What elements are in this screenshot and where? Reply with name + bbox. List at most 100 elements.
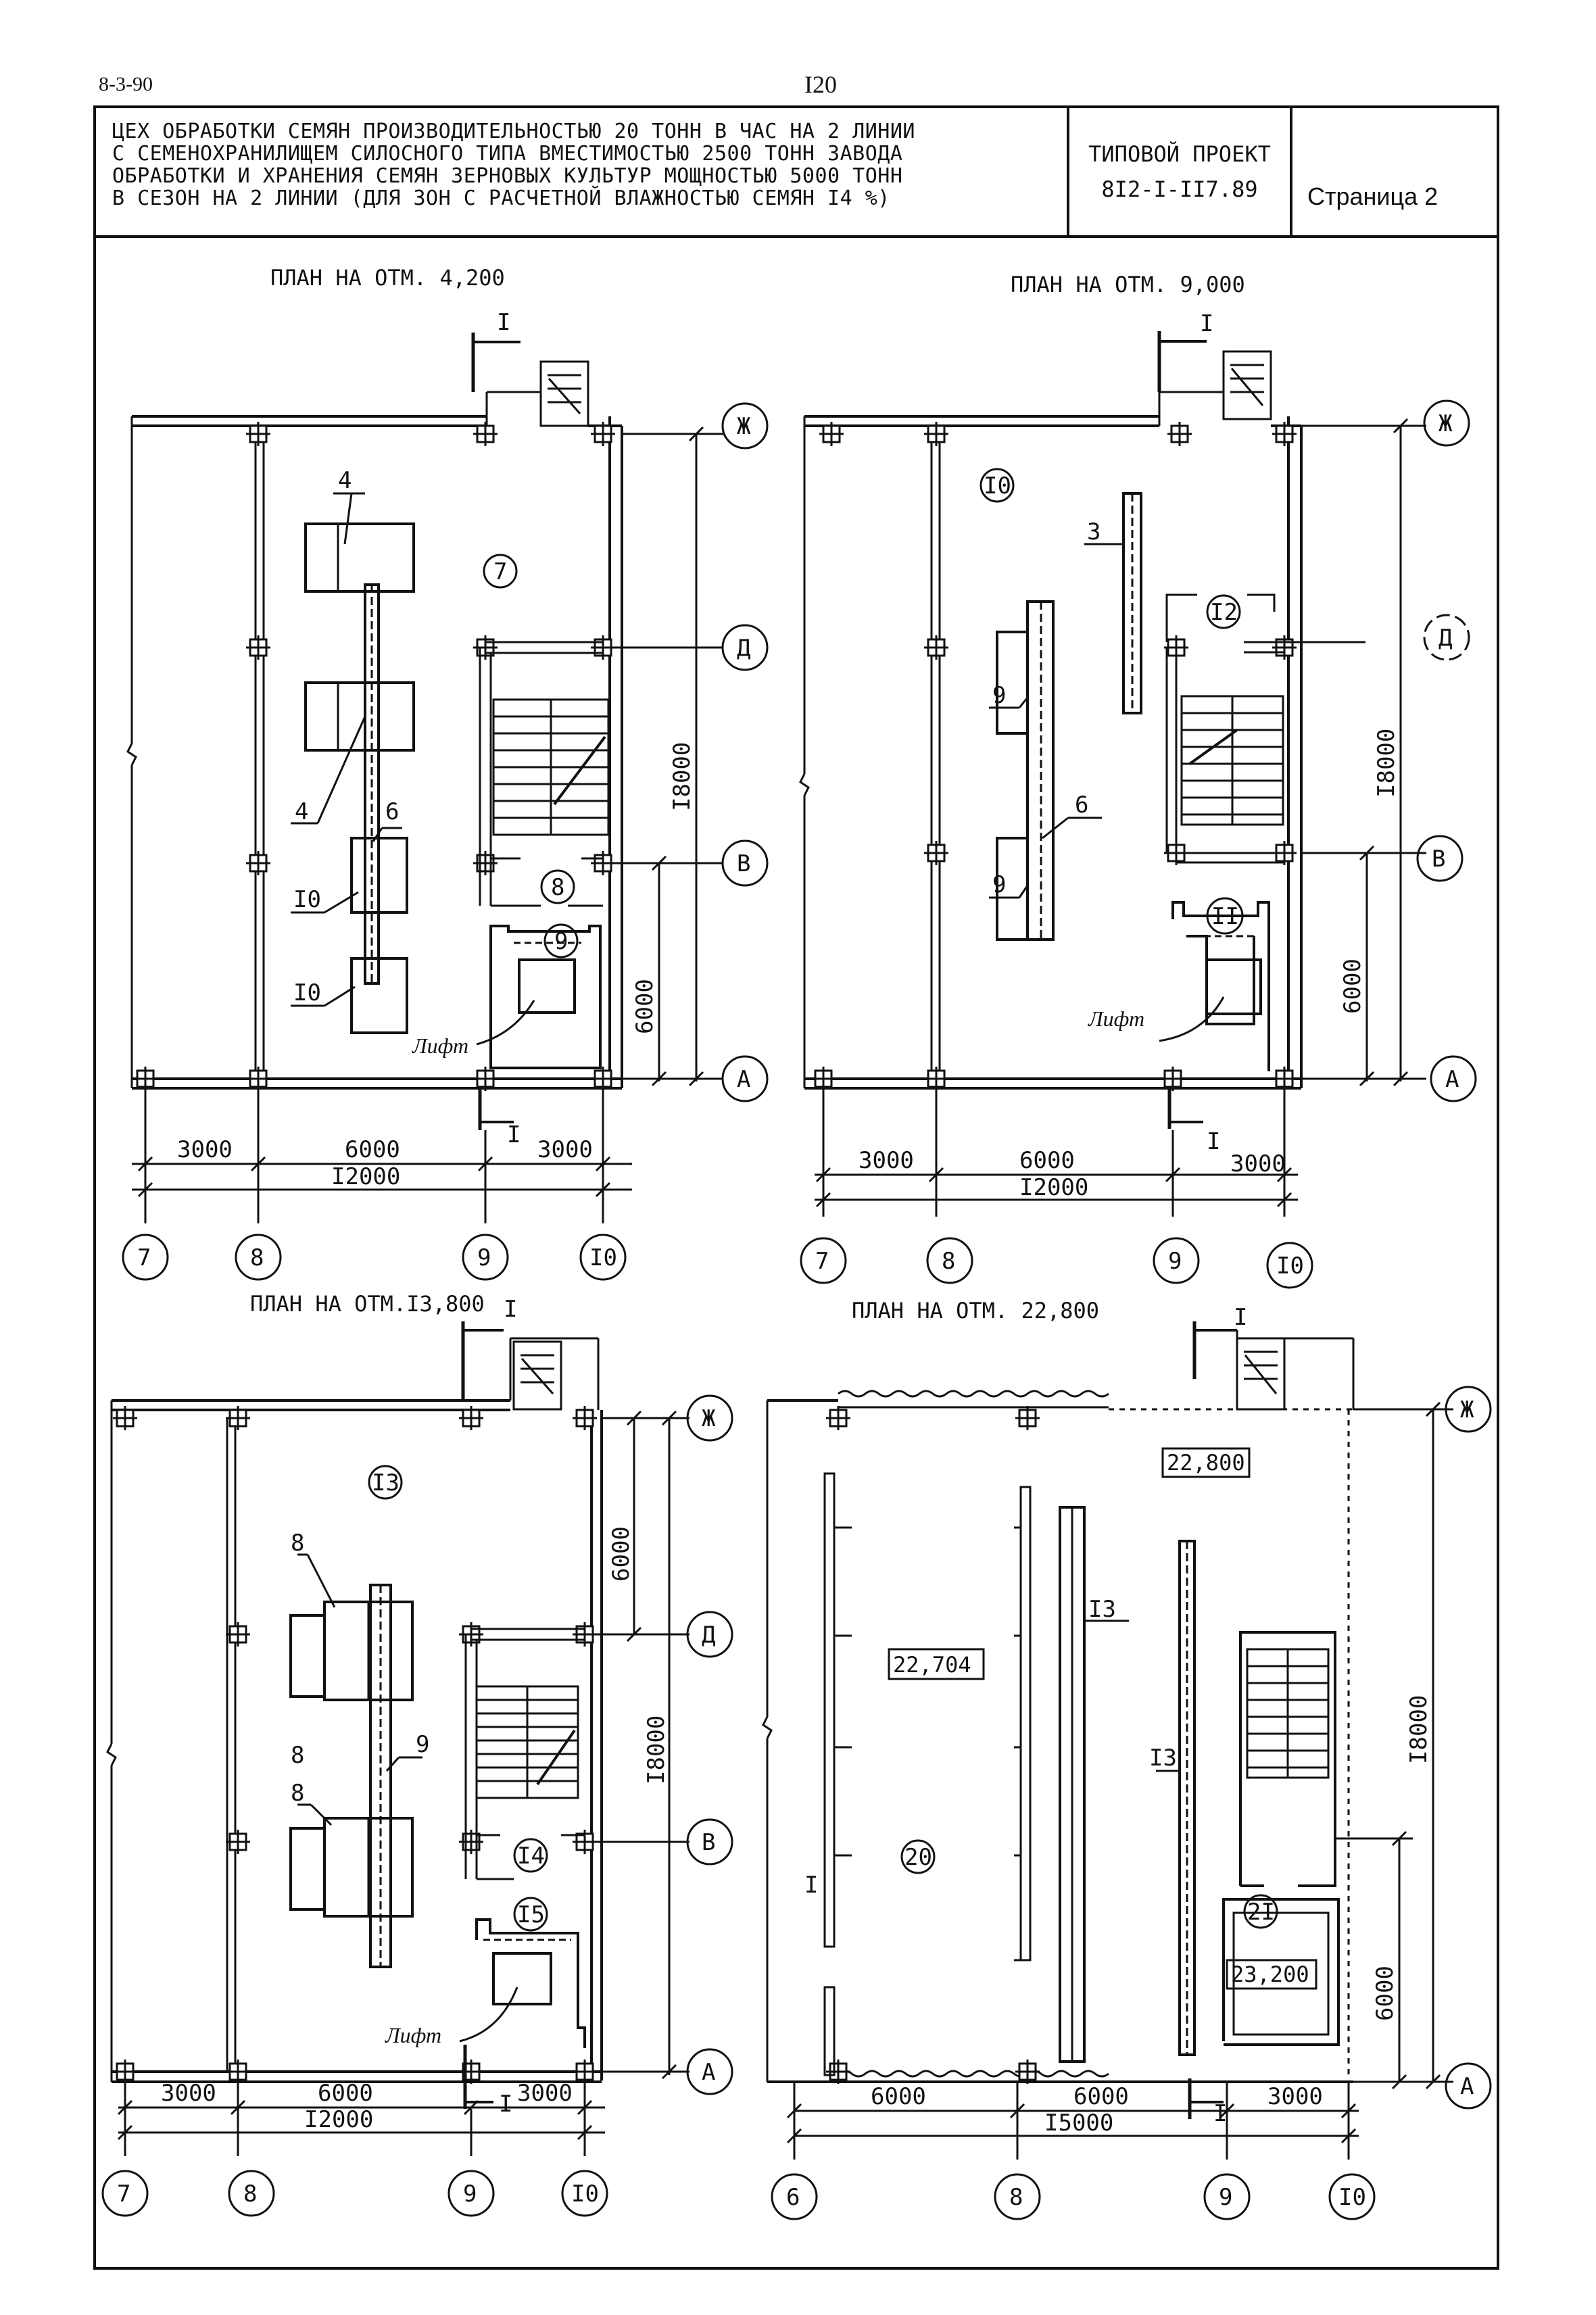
room-number: 20: [904, 1844, 932, 1871]
drawing-frame: [93, 235, 1499, 2270]
room-number: I5: [517, 1901, 545, 1928]
dimension-label: 3000: [1267, 2083, 1323, 2110]
section-mark: I: [504, 1296, 517, 1323]
dimension-label: 3000: [161, 2080, 216, 2107]
equipment-label: 9: [992, 682, 1006, 709]
axis-label: Д: [702, 1622, 715, 1649]
plan-title: ПЛАН НА ОТМ. 9,000: [1011, 272, 1245, 297]
plan-title: ПЛАН НА ОТМ.I3,800: [250, 1291, 485, 1317]
axis-label: 8: [243, 2180, 257, 2208]
dimension-label: 3000: [177, 1136, 233, 1163]
axis-label: 8: [1009, 2184, 1023, 2211]
dimension-label: I8000: [669, 742, 696, 811]
title-line: В СЕЗОН НА 2 ЛИНИИ (ДЛЯ ЗОН С РАСЧЕТНОЙ …: [112, 187, 890, 210]
axis-label: А: [737, 1066, 750, 1093]
equipment-label: 9: [416, 1731, 429, 1758]
dimension-label: 3000: [537, 1136, 593, 1163]
equipment-label: 8: [291, 1780, 304, 1807]
dimension-label: I2000: [331, 1163, 400, 1190]
axis-label: Ж: [702, 1405, 716, 1432]
lift-label: Лифт: [412, 1033, 468, 1058]
dimension-label: 3000: [517, 2080, 573, 2107]
axis-label: 9: [1168, 1248, 1182, 1275]
axis-label: 8: [942, 1248, 955, 1275]
section-mark: I: [1234, 1304, 1247, 1331]
room-number: I3: [372, 1469, 400, 1496]
lift-label: Лифт: [1088, 1006, 1144, 1031]
dimension-label: 6000: [1019, 1147, 1075, 1174]
dimension-label: I8000: [643, 1715, 670, 1784]
room-number: I0: [984, 472, 1011, 499]
equipment-label: I3: [1149, 1745, 1177, 1772]
title-block: ЦЕХ ОБРАБОТКИ СЕМЯН ПРОИЗВОДИТЕЛЬНОСТЬЮ …: [93, 105, 1499, 238]
plan-3: ПЛАН НА ОТМ.I3,800 I: [101, 1291, 733, 2217]
room-number: II: [1211, 903, 1239, 930]
title-line: ЦЕХ ОБРАБОТКИ СЕМЯН ПРОИЗВОДИТЕЛЬНОСТЬЮ …: [112, 120, 915, 143]
lift-label: Лифт: [385, 2023, 441, 2047]
equipment-label: 8: [291, 1742, 304, 1769]
dimension-label: I8000: [1405, 1695, 1432, 1764]
axis-label: Ж: [737, 413, 751, 440]
room-number: I2: [1210, 599, 1238, 626]
room-number: 8: [551, 874, 564, 901]
room-number: I4: [517, 1843, 545, 1870]
equipment-label: I0: [293, 886, 321, 913]
axis-label: В: [702, 1829, 715, 1856]
plan-1: ПЛАН НА ОТМ. 4,200 I: [122, 265, 769, 1281]
equipment-label: I0: [293, 979, 321, 1006]
section-mark: I: [804, 1872, 818, 1899]
room-number: 2I: [1247, 1899, 1275, 1926]
dimension-label: 3000: [1230, 1150, 1286, 1177]
dimension-label: 6000: [1372, 1966, 1399, 2021]
sheet-number: 8-3-90: [99, 73, 153, 95]
axis-label: Ж: [1460, 1396, 1474, 1423]
dimension-label: 6000: [1339, 958, 1366, 1014]
axis-label: I0: [589, 1244, 617, 1271]
axis-label: 9: [1219, 2184, 1232, 2211]
section-mark: I: [507, 1121, 521, 1148]
axis-label: В: [1432, 846, 1445, 873]
title-line: С СЕМЕНОХРАНИЛИЩЕМ СИЛОСНОГО ТИПА ВМЕСТИ…: [112, 142, 903, 166]
axis-label: А: [1460, 2073, 1474, 2100]
axis-label: I0: [571, 2180, 599, 2208]
axis-label: 9: [477, 1244, 491, 1271]
plan-4: ПЛАН НА ОТМ. 22,800 I: [762, 1298, 1492, 2220]
axis-label: I0: [1338, 2184, 1366, 2211]
section-mark: I: [497, 309, 510, 336]
axis-label: А: [1445, 1066, 1459, 1093]
dimension-label: 6000: [1073, 2083, 1129, 2110]
project-code: 8I2-I-II7.89: [1101, 176, 1258, 202]
axis-label: I0: [1276, 1252, 1304, 1280]
project-label: ТИПОВОЙ ПРОЕКТ: [1088, 141, 1271, 167]
dimension-label: I5000: [1044, 2110, 1113, 2137]
equipment-label: 6: [1075, 791, 1088, 819]
equipment-label: 9: [992, 871, 1006, 898]
section-mark: I: [1200, 310, 1213, 337]
axis-label: Д: [737, 635, 750, 662]
project-code-cell: ТИПОВОЙ ПРОЕКТ 8I2-I-II7.89: [1069, 108, 1292, 235]
dimension-label: 6000: [871, 2083, 926, 2110]
page-number: I20: [804, 71, 837, 98]
axis-label: 6: [786, 2184, 800, 2211]
dimension-label: 3000: [859, 1147, 914, 1174]
equipment-label: 4: [295, 798, 308, 825]
title-line: ОБРАБОТКИ И ХРАНЕНИЯ СЕМЯН ЗЕРНОВЫХ КУЛЬ…: [112, 164, 903, 188]
dimension-label: I2000: [1019, 1174, 1088, 1201]
equipment-label: 4: [338, 467, 352, 494]
elevation-mark: 22,704: [893, 1652, 971, 1678]
page-label: Страница 2: [1307, 182, 1438, 210]
room-number: 9: [554, 928, 568, 955]
dimension-label: I8000: [1373, 729, 1400, 798]
equipment-label: I3: [1088, 1596, 1116, 1623]
equipment-label: 8: [291, 1530, 304, 1557]
axis-label: Ж: [1438, 410, 1453, 437]
axis-label: Д: [1438, 625, 1452, 652]
axis-label: 7: [815, 1248, 829, 1275]
dimension-label: 6000: [345, 1136, 400, 1163]
dimension-label: I2000: [304, 2106, 373, 2133]
project-title: ЦЕХ ОБРАБОТКИ СЕМЯН ПРОИЗВОДИТЕЛЬНОСТЬЮ …: [96, 108, 1069, 235]
plan-2: ПЛАН НА ОТМ. 9,000 I: [799, 272, 1477, 1289]
axis-label: 7: [117, 2180, 130, 2208]
elevation-mark: 22,800: [1167, 1450, 1245, 1476]
